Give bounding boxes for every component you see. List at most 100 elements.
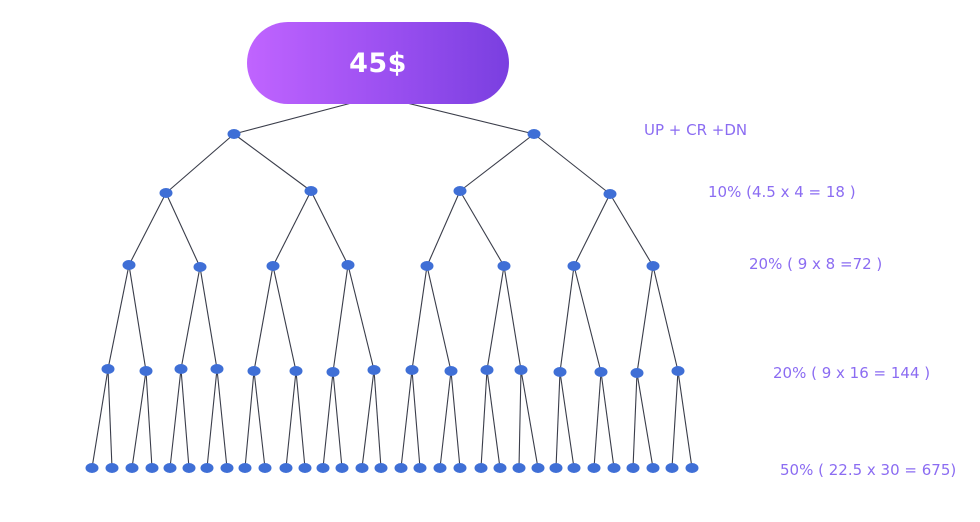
tree-edge	[573, 265, 602, 373]
leaf-node	[200, 463, 214, 473]
tree-node-level-2	[159, 188, 173, 198]
tree-edge	[272, 190, 312, 267]
leaf-node	[567, 463, 581, 473]
tree-edge	[199, 266, 218, 370]
tree-edge	[459, 190, 505, 267]
tree-edge	[636, 265, 654, 374]
tree-edge	[632, 372, 638, 469]
leaf-node	[298, 463, 312, 473]
tree-node-level-3	[567, 261, 581, 271]
tree-node-level-4	[367, 365, 381, 375]
root-node: 45$	[247, 22, 509, 104]
tree-edge	[486, 265, 505, 371]
tree-node-level-4	[405, 365, 419, 375]
tree-node-level-4	[139, 366, 153, 376]
tree-edge	[411, 369, 421, 469]
tree-edge	[91, 368, 109, 469]
tree-node-level-1	[227, 129, 241, 139]
tree-edge	[180, 368, 190, 469]
tree-edge	[518, 369, 522, 469]
tree-node-level-3	[497, 261, 511, 271]
leaf-node	[85, 463, 99, 473]
tree-edge	[573, 193, 611, 267]
tree-edge	[347, 264, 375, 371]
tree-edge	[128, 192, 167, 266]
tree-edge	[450, 370, 461, 469]
leaf-node	[413, 463, 427, 473]
tree-edge	[244, 370, 255, 469]
tree-node-level-4	[553, 367, 567, 377]
tree-edge	[609, 193, 654, 267]
leaf-node	[549, 463, 563, 473]
leaf-node	[493, 463, 507, 473]
tree-edge	[486, 369, 501, 469]
tree-edge	[131, 370, 147, 469]
tree-edge	[411, 265, 428, 371]
tree-node-level-4	[444, 366, 458, 376]
tree-edge	[503, 265, 522, 371]
tree-node-level-3	[193, 262, 207, 272]
tree-edge	[145, 370, 153, 469]
leaf-node	[335, 463, 349, 473]
tree-edge	[169, 368, 182, 469]
tree-edge	[285, 370, 297, 469]
tree-edge	[332, 371, 343, 469]
tree-edge	[216, 368, 228, 469]
leaf-node	[125, 463, 139, 473]
tree-edge	[253, 265, 274, 372]
tree-edge	[332, 264, 349, 373]
tree-edge	[439, 370, 452, 469]
tree-nodes	[85, 129, 699, 473]
tree-edge	[671, 370, 679, 469]
tree-edge	[600, 371, 615, 469]
annotation-level-1: UP + CR +DN	[644, 121, 748, 139]
tree-node-level-4	[326, 367, 340, 377]
annotation-level-5: 50% ( 22.5 x 30 = 675)	[780, 461, 957, 479]
tree-node-level-4	[247, 366, 261, 376]
tree-node-level-1	[527, 129, 541, 139]
tree-edge	[559, 371, 575, 469]
tree-edge	[555, 371, 561, 469]
tree-edge	[426, 265, 452, 372]
tree-node-level-3	[266, 261, 280, 271]
leaf-node	[512, 463, 526, 473]
tree-edges	[91, 95, 693, 469]
leaf-node	[182, 463, 196, 473]
tree-edge	[459, 133, 535, 192]
tree-node-level-4	[289, 366, 303, 376]
tree-edge	[677, 370, 693, 469]
tree-node-level-2	[304, 186, 318, 196]
tree-edge	[107, 368, 113, 469]
tree-edge	[373, 369, 382, 469]
leaf-node	[394, 463, 408, 473]
tree-edge	[636, 372, 654, 469]
tree-edge	[593, 371, 602, 469]
leaf-node	[474, 463, 488, 473]
tree-node-level-3	[646, 261, 660, 271]
tree-edge	[322, 371, 334, 469]
tree-node-level-4	[514, 365, 528, 375]
leaf-node	[646, 463, 660, 473]
leaf-node	[145, 463, 159, 473]
leaf-node	[665, 463, 679, 473]
leaf-node	[105, 463, 119, 473]
tree-edge	[180, 266, 201, 370]
tree-node-level-3	[341, 260, 355, 270]
leaf-node	[220, 463, 234, 473]
tree-node-level-3	[122, 260, 136, 270]
leaf-node	[607, 463, 621, 473]
leaf-node	[626, 463, 640, 473]
leaf-node	[374, 463, 388, 473]
leaf-node	[685, 463, 699, 473]
tree-node-level-4	[630, 368, 644, 378]
tree-edge	[520, 369, 539, 469]
annotation-level-2: 10% (4.5 x 4 = 18 )	[708, 183, 856, 201]
tree-node-level-4	[210, 364, 224, 374]
tree-edge	[128, 264, 147, 372]
leaf-node	[279, 463, 293, 473]
tree-node-level-4	[174, 364, 188, 374]
leaf-node	[531, 463, 545, 473]
tree-edge	[295, 370, 306, 469]
leaf-node	[355, 463, 369, 473]
